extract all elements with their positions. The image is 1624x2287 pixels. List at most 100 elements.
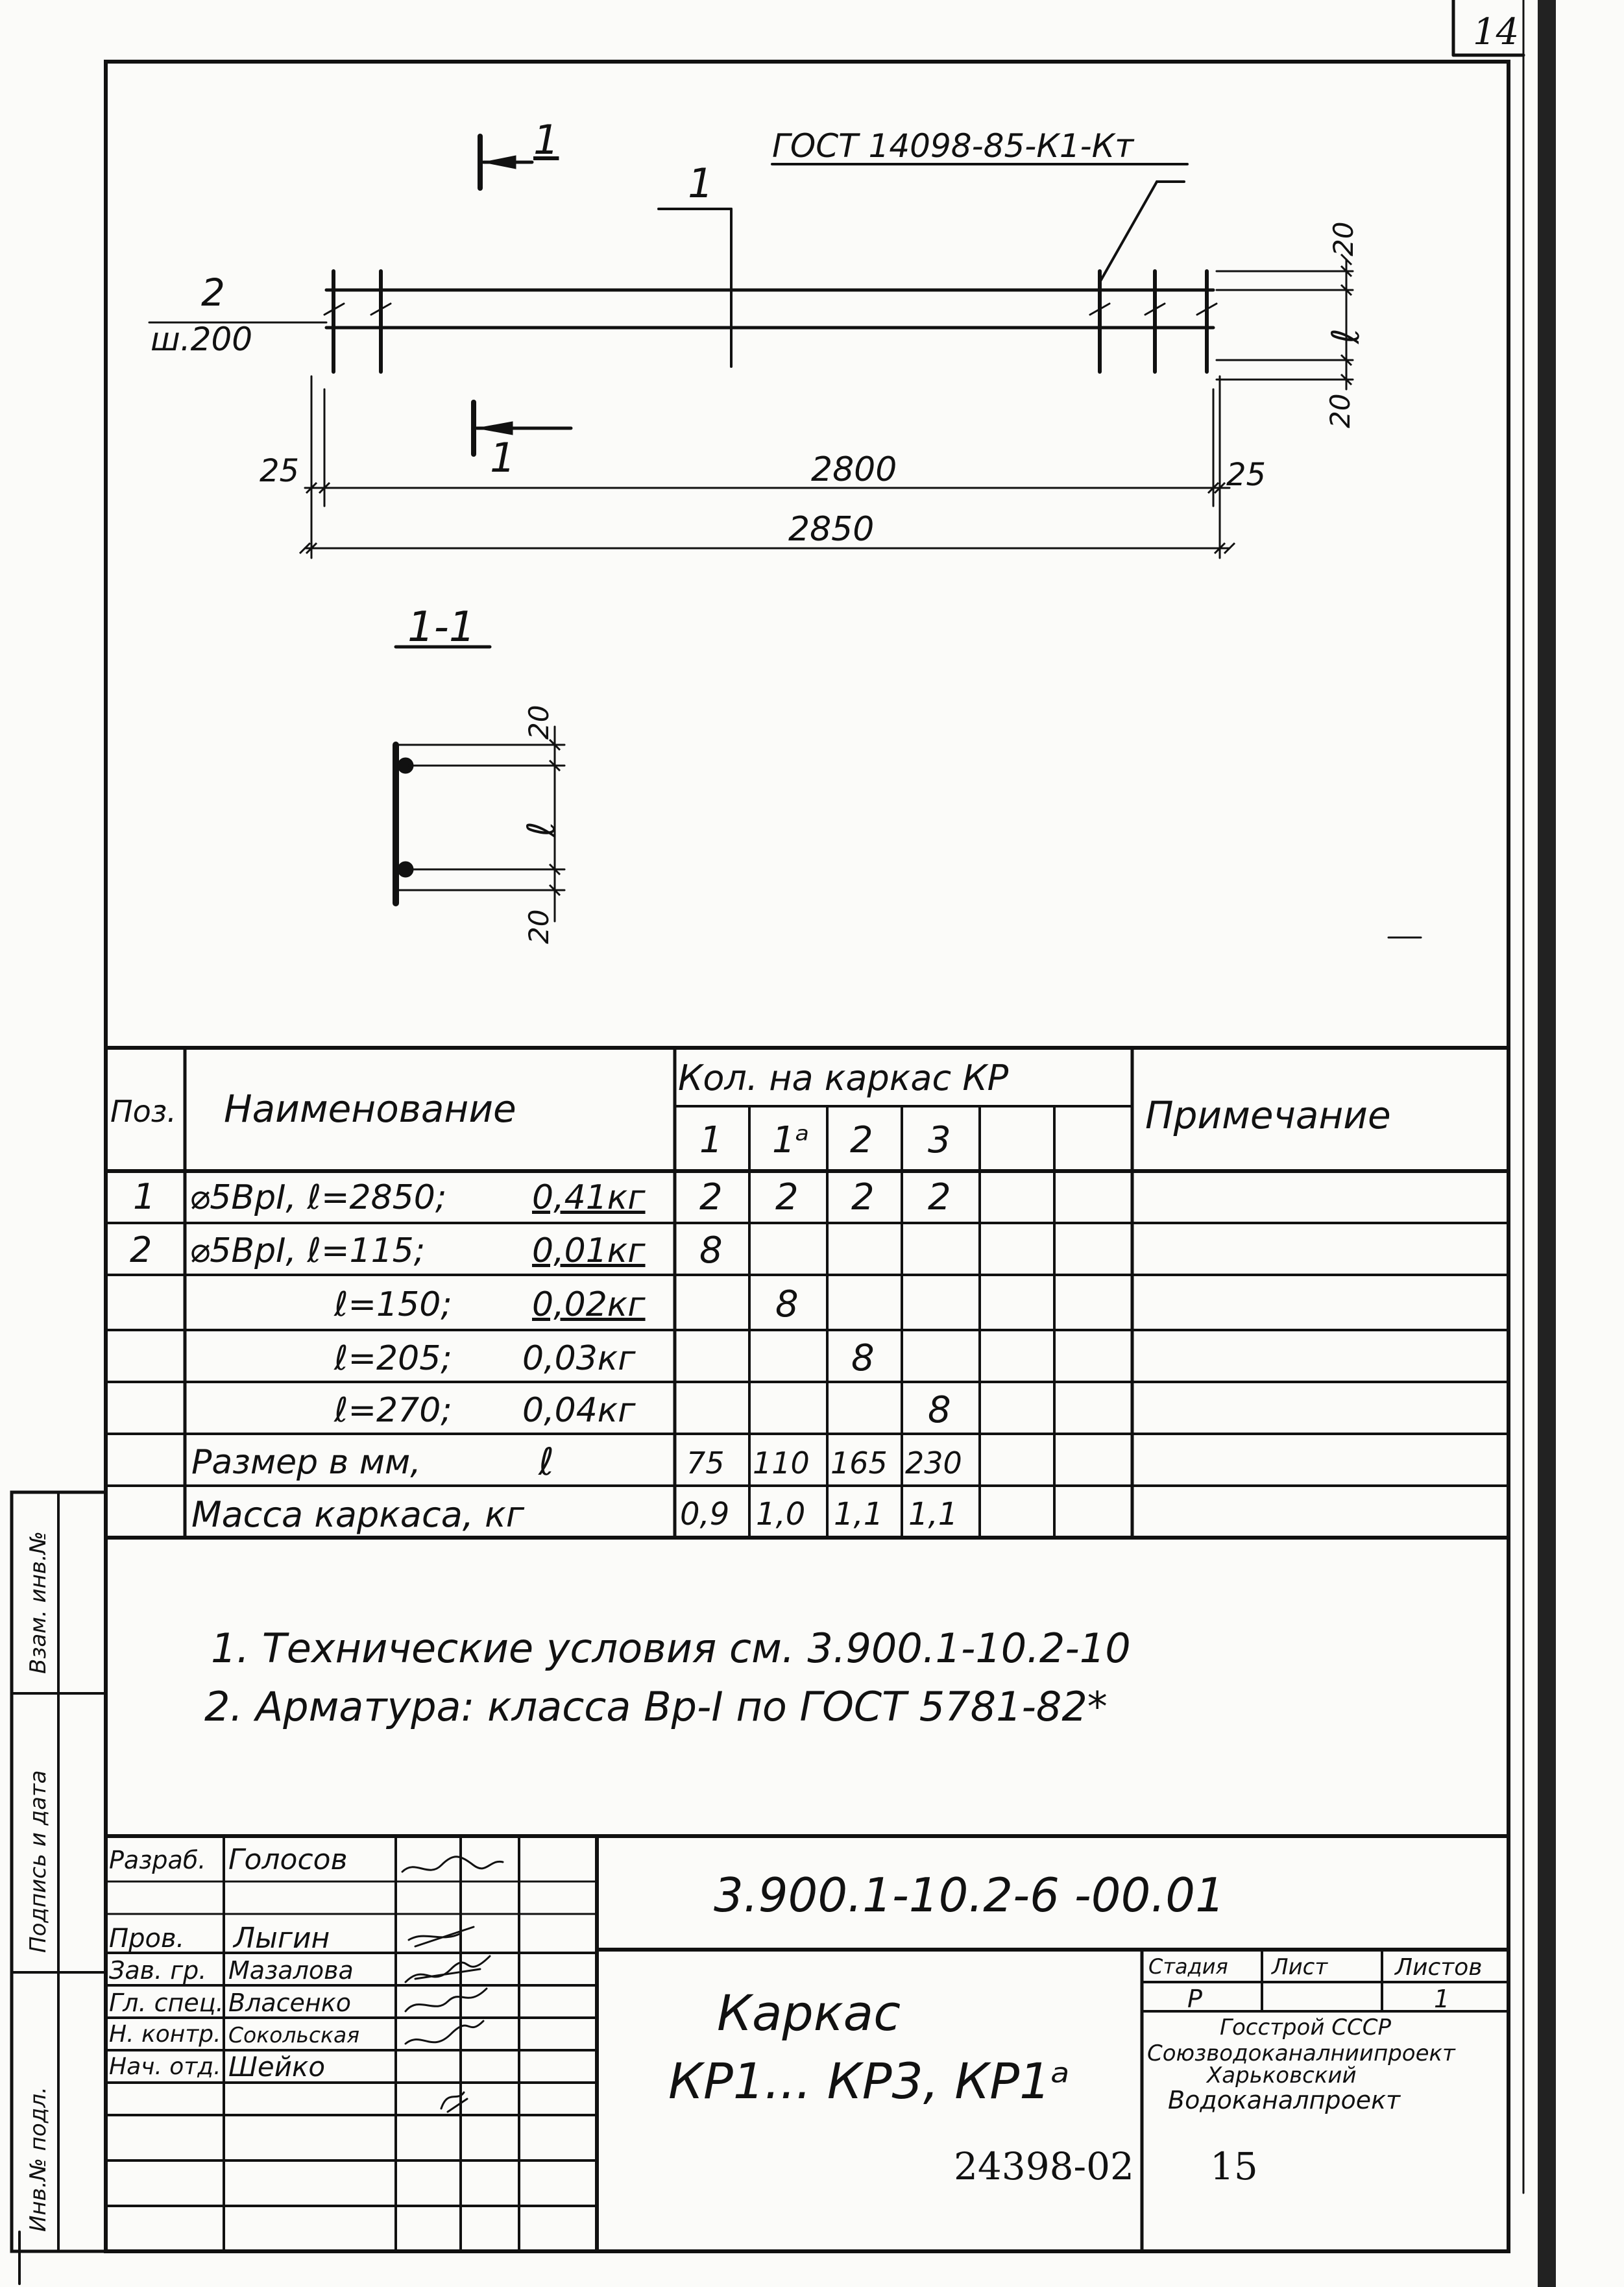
title-line-2: КР1... КР3, КР1ᵃ — [668, 2052, 1071, 2110]
section-view — [393, 725, 566, 923]
row1-mass: 0,41кг — [532, 1178, 646, 1217]
sheet-label: Лист — [1272, 1954, 1328, 1980]
row1-q1a: 2 — [775, 1176, 799, 1218]
standard-note: ГОСТ 14098-85-К1-Кт — [772, 127, 1134, 165]
row7-q1a: 1,0 — [756, 1496, 806, 1532]
role-prov: Пров. — [109, 1924, 185, 1954]
qty-col-1a: 1ᵃ — [772, 1119, 810, 1161]
row6-name: Размер в мм, — [191, 1443, 421, 1482]
section-mark-top — [478, 134, 534, 191]
dim-25-left: 25 — [260, 453, 300, 489]
archive-number: 24398-02 — [954, 2144, 1134, 2188]
title-line-1: Каркас — [717, 1984, 901, 2042]
signature-zavgr — [404, 1955, 491, 1983]
row4-name: ℓ=205; — [334, 1339, 452, 1378]
row7-q2: 1,1 — [834, 1496, 884, 1532]
name-prov: Лыгин — [234, 1922, 330, 1955]
row4-q2: 8 — [851, 1337, 875, 1379]
org-line-3: Харьковский — [1207, 2063, 1357, 2088]
dim-20-top: 20 — [1327, 221, 1359, 256]
signature-razrab — [401, 1856, 504, 1873]
section-dim-l: ℓ — [519, 821, 563, 837]
signatures — [401, 1856, 504, 2113]
signature-nkontr — [404, 2020, 485, 2045]
org-line-4: Водоканалпроект — [1168, 2086, 1401, 2114]
row6-q1a: 110 — [753, 1446, 810, 1481]
name-nachotd: Шейко — [228, 2051, 326, 2083]
side-stamp-signature-date: Подпись и дата — [25, 1770, 51, 1953]
frame-elevation — [148, 163, 1218, 374]
side-stamp-inv-podl: Инв.№ подл. — [25, 2087, 51, 2232]
dim-2800: 2800 — [811, 450, 897, 489]
stage-value: Р — [1187, 1985, 1202, 2013]
section-mark-bottom — [471, 400, 573, 457]
archive-sheet: 15 — [1210, 2144, 1258, 2188]
row6-q3: 230 — [905, 1446, 962, 1481]
binding-edge — [1538, 0, 1556, 2287]
row3-mass: 0,02кг — [532, 1285, 646, 1324]
signature-nachotd — [440, 2091, 468, 2113]
row2-q1: 8 — [699, 1229, 723, 1272]
row6-q1: 75 — [686, 1446, 725, 1481]
dim-l-elevation: ℓ — [1324, 328, 1368, 344]
qty-col-3: 3 — [928, 1119, 951, 1161]
page-number: 14 — [1473, 11, 1520, 53]
role-razrab: Разраб. — [109, 1846, 206, 1874]
row6-q2: 165 — [830, 1446, 888, 1481]
side-stamp-vzam-inv: Взам. инв.№ — [25, 1531, 51, 1674]
name-zavgr: Мазалова — [228, 1956, 354, 1985]
name-nkontr: Сокольская — [228, 2022, 360, 2048]
col-header-name: Наименование — [224, 1087, 516, 1131]
section-title: 1-1 — [407, 603, 476, 651]
name-glspec: Власенко — [228, 1989, 351, 2017]
row1-q2: 2 — [851, 1176, 875, 1218]
row6-mass: ℓ — [539, 1440, 554, 1484]
dim-horizontal — [298, 375, 1236, 559]
row7-q3: 1,1 — [908, 1496, 958, 1532]
dim-right — [1215, 253, 1354, 391]
row2-mass: 0,01кг — [532, 1231, 646, 1270]
stage-label: Стадия — [1148, 1954, 1228, 1979]
section-dim-20-bottom: 20 — [523, 909, 555, 944]
sheets-label: Листов — [1395, 1954, 1483, 1981]
org-line-1: Госстрой СССР — [1220, 2015, 1391, 2040]
row7-name: Масса каркаса, кг — [191, 1494, 525, 1535]
name-razrab: Голосов — [228, 1843, 348, 1876]
row4-mass: 0,03кг — [522, 1339, 636, 1378]
col-header-qty: Кол. на каркас КР — [678, 1058, 1009, 1098]
document-code: 3.900.1-10.2-6 -00.01 — [714, 1868, 1225, 1922]
section-dim-20-top: 20 — [523, 705, 555, 740]
qty-col-2: 2 — [850, 1119, 873, 1161]
note-2: 2. Арматура: класса Вр-I по ГОСТ 5781-82… — [204, 1683, 1108, 1730]
row1-pos: 1 — [133, 1176, 156, 1217]
signature-prov — [407, 1926, 475, 1948]
title-block-grid — [104, 1834, 1510, 2253]
pitch-label: ш.200 — [151, 321, 253, 358]
dim-25-right: 25 — [1226, 457, 1266, 493]
row1-q3: 2 — [928, 1176, 951, 1218]
row5-mass: 0,04кг — [522, 1391, 636, 1430]
spec-table-grid — [104, 1046, 1510, 1540]
section-mark-top-label: 1 — [533, 116, 559, 163]
col-header-note: Примечание — [1145, 1093, 1391, 1137]
position-1-label: 1 — [688, 160, 714, 207]
col-header-pos: Поз. — [110, 1094, 176, 1129]
row2-pos: 2 — [130, 1229, 152, 1270]
row5-q3: 8 — [928, 1389, 951, 1431]
org-line-2: Союзводоканалниипроект — [1147, 2040, 1455, 2066]
side-stamp-grid — [10, 1490, 108, 2253]
row5-name: ℓ=270; — [334, 1391, 452, 1430]
role-glspec: Гл. спец. — [109, 1989, 224, 2017]
row2-name: ⌀5ВрI, ℓ=115; — [189, 1231, 426, 1270]
row3-q1a: 8 — [775, 1283, 799, 1325]
signature-glspec — [404, 1987, 488, 2013]
qty-col-1: 1 — [699, 1119, 723, 1161]
row3-name: ℓ=150; — [334, 1285, 452, 1324]
role-nachotd: Нач. отд. — [109, 2053, 221, 2080]
row1-name: ⌀5ВрI, ℓ=2850; — [189, 1178, 447, 1217]
note-1: 1. Технические условия см. 3.900.1-10.2-… — [211, 1625, 1131, 1672]
dim-20-bottom: 20 — [1324, 393, 1356, 428]
position-2-label: 2 — [201, 271, 225, 315]
role-zavgr: Зав. гр. — [109, 1956, 207, 1985]
role-nkontr: Н. контр. — [109, 2021, 221, 2048]
